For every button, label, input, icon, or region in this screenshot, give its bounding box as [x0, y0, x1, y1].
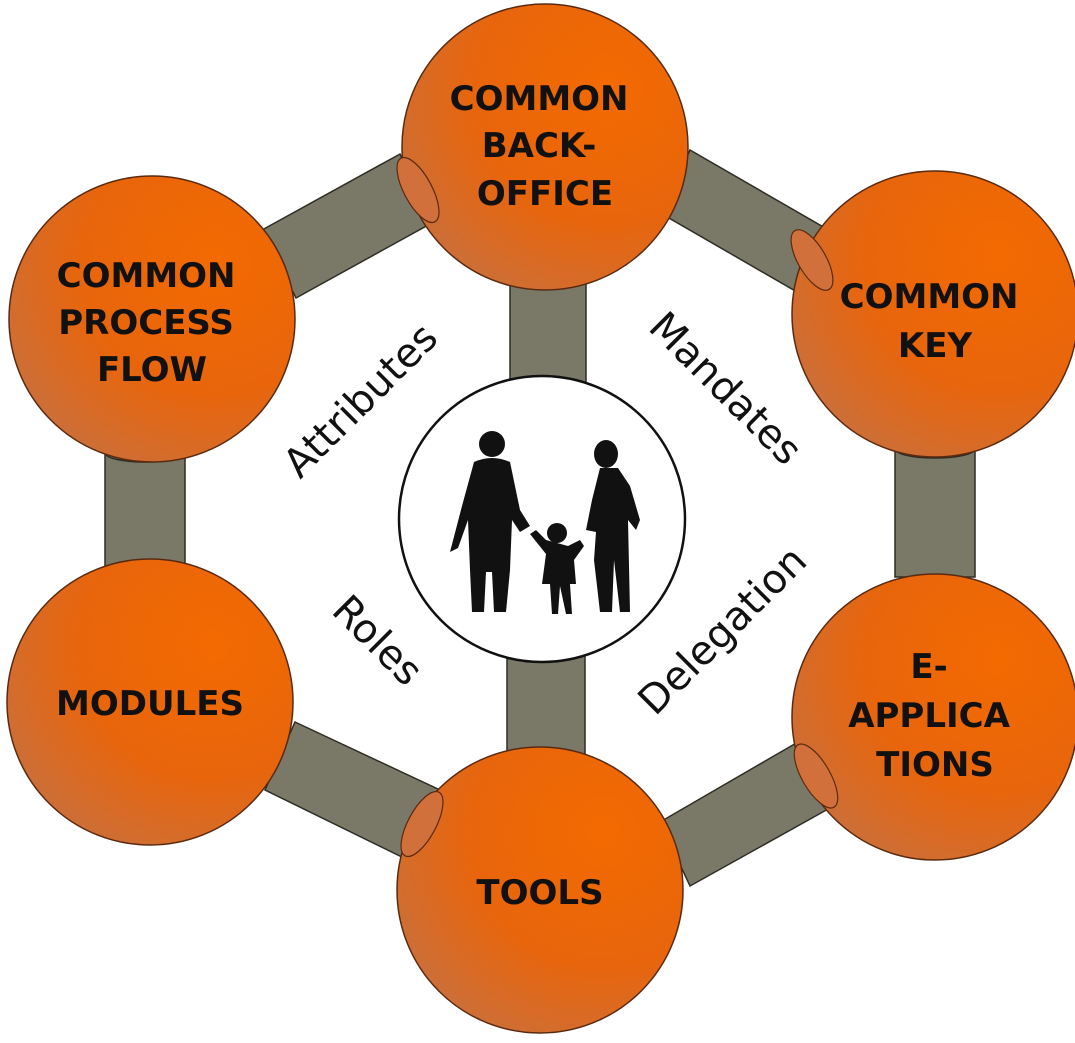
node-common-back-office: COMMON BACK- OFFICE [401, 3, 689, 291]
node-label: APPLICA [848, 696, 1010, 736]
connector-key-eapplications [894, 448, 976, 578]
node-e-applications: E- APPLICA TIONS [791, 573, 1075, 861]
connector-backoffice-center [509, 273, 587, 385]
node-label: TIONS [876, 745, 994, 785]
node-modules: MODULES [6, 558, 294, 846]
svg-text:COMMON BACK- O: COMMON BACK- OFFICE [450, 79, 641, 214]
node-label: KEY [898, 326, 973, 366]
node-tools: TOOLS [396, 746, 684, 1034]
node-common-key: COMMON KEY [791, 170, 1075, 458]
overlap-highlights [396, 156, 839, 858]
svg-text:E- APPLICA TIO: E- APPLICA TIONS [848, 647, 1022, 785]
node-label: COMMON [450, 79, 629, 119]
node-label: COMMON [840, 277, 1019, 317]
nodes: COMMON BACK- OFFICE COMMON KEY E- APPLIC… [6, 3, 1075, 1034]
node-label: OFFICE [477, 174, 613, 214]
svg-text:COMMON PROCESS: COMMON PROCESS FLOW [57, 256, 248, 390]
connector-center-tools [506, 647, 586, 761]
node-label: COMMON [57, 256, 236, 296]
center-circle [397, 374, 687, 664]
node-label: FLOW [97, 350, 207, 390]
svg-text:MODULES: MODULES [56, 684, 244, 724]
svg-text:COMMON KEY: COMMON KEY [840, 277, 1031, 366]
node-label: E- [910, 647, 947, 687]
node-label: PROCESS [58, 303, 234, 343]
node-common-process-flow: COMMON PROCESS FLOW [8, 175, 296, 463]
node-label: MODULES [56, 684, 244, 724]
family-silhouette-icon [450, 431, 640, 614]
svg-text:TOOLS: TOOLS [476, 873, 603, 913]
connectors [104, 148, 976, 888]
relation-label-roles: Roles [323, 587, 431, 695]
node-label: BACK- [482, 126, 597, 166]
node-label: TOOLS [476, 873, 603, 913]
